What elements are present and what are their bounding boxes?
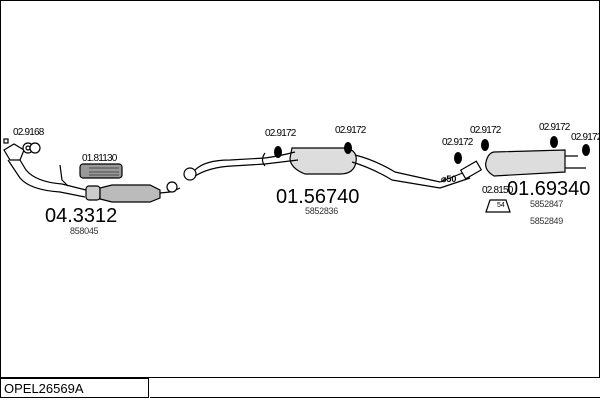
part-ref-middle: 5852836	[305, 206, 338, 216]
clamp-size: 54	[497, 202, 505, 209]
part-number-rear: 01.69340	[507, 178, 591, 200]
diagram-title: OPEL26569A	[0, 378, 149, 398]
label-gasket-front: 02.9168	[13, 127, 44, 138]
rubber-hanger-icon	[454, 152, 462, 164]
label-hanger-rear-1: 02.9172	[442, 137, 473, 148]
part-ref-rear-2: 5852849	[530, 216, 563, 226]
rear-muffler	[485, 149, 566, 177]
part-ref-rear-1: 5852847	[530, 199, 563, 209]
rubber-hanger-icon	[582, 144, 590, 156]
label-hanger-rear-3: 02.9172	[539, 122, 570, 133]
divider	[150, 397, 600, 398]
middle-pipe	[194, 157, 266, 177]
rubber-hanger-icon	[274, 146, 282, 158]
clamp-icon	[485, 199, 511, 213]
rear-connector	[459, 160, 483, 180]
middle-muffler	[289, 147, 357, 175]
label-clamp: 02.8150	[482, 185, 513, 196]
cat-heat-shield	[79, 163, 123, 179]
label-pipe-diameter: ⌀50	[441, 174, 457, 184]
label-hanger-rear-2: 02.9172	[470, 125, 501, 136]
label-hanger-mid-1: 02.9172	[265, 128, 296, 139]
rubber-hanger-icon	[344, 142, 352, 154]
rubber-hanger-icon	[481, 139, 489, 151]
part-number-front-pipe: 04.3312	[45, 205, 118, 227]
rubber-hanger-icon	[550, 136, 558, 148]
part-ref-front-pipe: 858045	[70, 226, 99, 236]
label-hanger-rear-4: 02.9172	[571, 132, 600, 143]
part-number-middle: 01.56740	[276, 186, 360, 208]
label-cat-shield: 01.81130	[82, 153, 117, 164]
mid-flange	[183, 167, 197, 181]
front-pipe	[7, 149, 87, 198]
label-hanger-mid-2: 02.9172	[335, 125, 366, 136]
front-flange	[3, 143, 25, 161]
catalytic-converter	[85, 185, 101, 201]
